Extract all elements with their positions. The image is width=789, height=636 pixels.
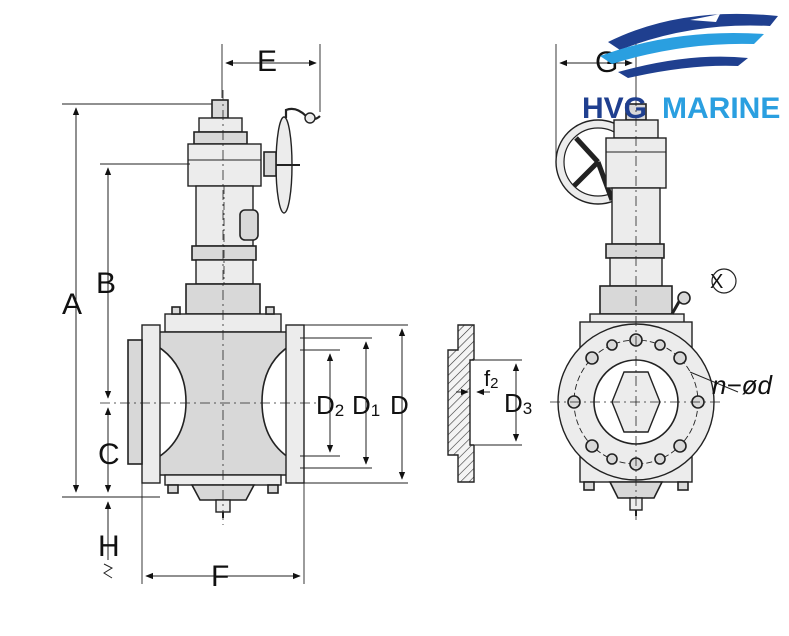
hvg-marine-logo: HVG MARINE	[582, 13, 780, 125]
dim-label-H: H	[98, 530, 120, 563]
dim-label-E: E	[257, 45, 277, 78]
dim-label-C: C	[98, 438, 120, 471]
dim-label-D3: D3	[504, 388, 532, 418]
flange-section: f2 D3	[447, 324, 532, 483]
flange-section-hatched	[447, 324, 475, 483]
actuator-housing	[187, 143, 262, 187]
dim-label-f2: f2	[484, 366, 498, 392]
marker-circle-icon	[711, 268, 737, 294]
handwheel-handle	[263, 107, 321, 214]
right-flange	[285, 324, 305, 484]
logo-text-hvg: HVG	[582, 92, 647, 125]
dim-label-F: F	[211, 560, 229, 593]
side-view: X	[550, 44, 774, 520]
dim-label-B: B	[96, 267, 116, 300]
dim-label-D1: D1	[352, 390, 380, 420]
logo-text-marine: MARINE	[662, 92, 780, 125]
ship-logo-icon	[600, 13, 778, 78]
front-view: A B C H E F D2 D1 D	[62, 44, 409, 593]
dim-label-D2: D2	[316, 390, 344, 420]
top-knob	[211, 99, 229, 119]
dim-label-A: A	[62, 288, 82, 321]
dim-label-D: D	[390, 390, 409, 420]
holes-label: n−ød	[712, 370, 774, 400]
left-flange	[141, 324, 161, 484]
